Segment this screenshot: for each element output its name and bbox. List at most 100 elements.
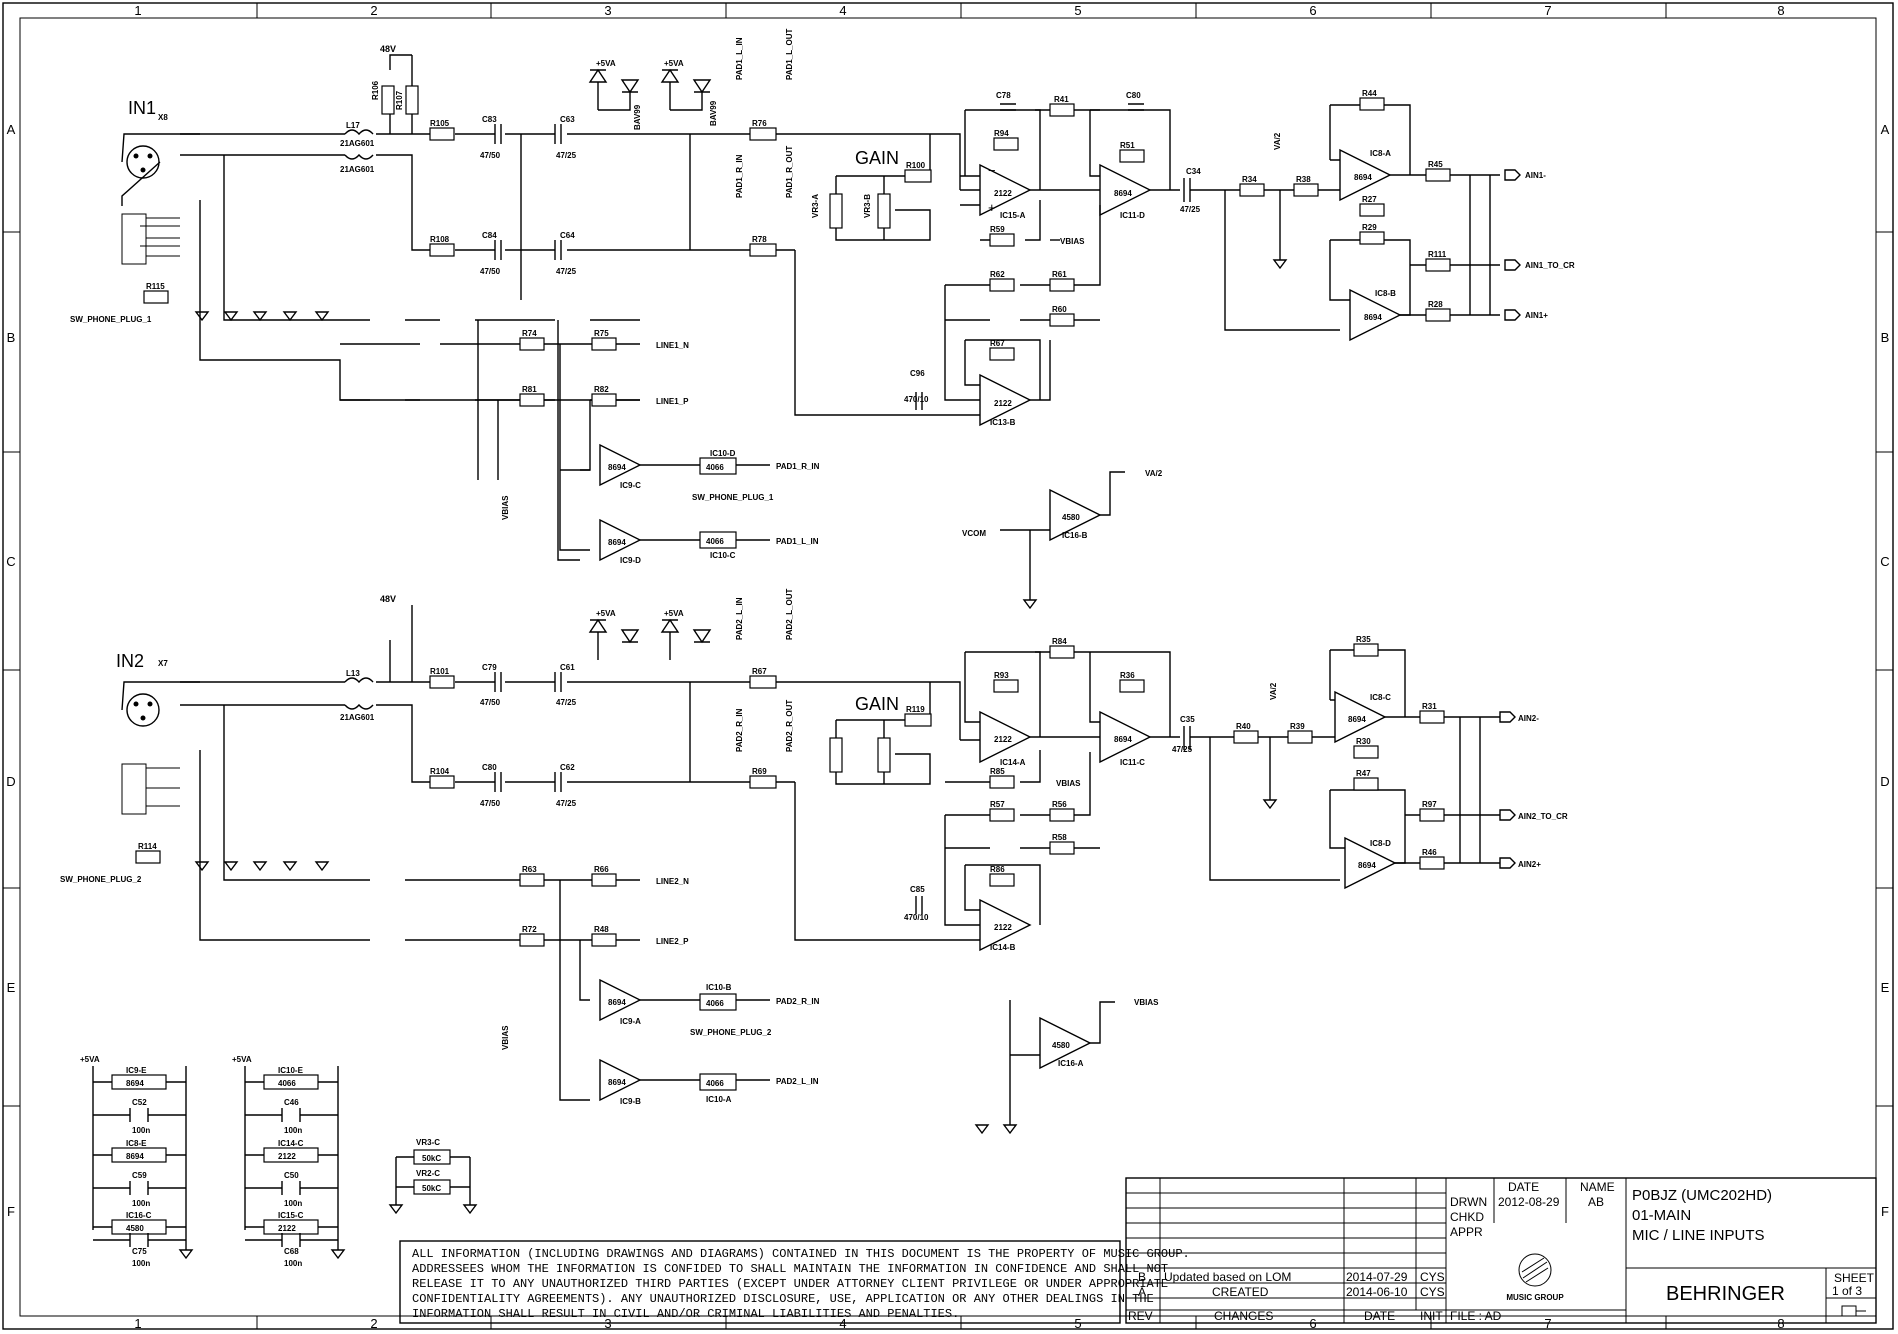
power-supply-1: +5VA	[80, 1055, 100, 1064]
svg-text:C62: C62	[560, 763, 575, 772]
rev-b-date: 2014-07-29	[1346, 1270, 1408, 1284]
cap-c59-value: 100n	[132, 1199, 150, 1208]
svg-text:C80: C80	[482, 763, 497, 772]
r63: R63	[519, 865, 545, 887]
svg-text:R105: R105	[430, 119, 450, 128]
r76: R76	[749, 119, 777, 141]
r59: R59	[989, 225, 1015, 247]
ain2-minus-port-icon	[1499, 711, 1516, 723]
r41: R41	[1049, 95, 1075, 117]
row-label-F: F	[7, 1204, 15, 1219]
cap-c52-label: C52	[132, 1098, 147, 1107]
svg-text:IC9-E: IC9-E	[126, 1066, 147, 1075]
svg-text:R104: R104	[430, 767, 450, 776]
sheet-number: 1 of 3	[1832, 1284, 1862, 1298]
cap-c75-label: C75	[132, 1247, 147, 1256]
chkd-label: CHKD	[1450, 1210, 1484, 1224]
svg-text:+5VA: +5VA	[596, 609, 616, 618]
svg-text:IC9-C: IC9-C	[620, 481, 641, 490]
svg-text:IC10-A: IC10-A	[706, 1095, 732, 1104]
svg-text:IC10-B: IC10-B	[706, 983, 732, 992]
power-supply-2: +5VA	[232, 1055, 252, 1064]
pad2-l-out-net: PAD2_L_OUT	[785, 588, 794, 640]
pad1-r-in-net: PAD1_R_IN	[735, 154, 744, 198]
svg-text:R111: R111	[1428, 250, 1447, 259]
phantom-48v-2: 48V	[380, 594, 396, 604]
svg-text:C80: C80	[1126, 91, 1141, 100]
r119: R119	[904, 705, 932, 727]
svg-text:8694: 8694	[608, 998, 626, 1007]
notice-line-1: ALL INFORMATION (INCLUDING DRAWINGS AND …	[412, 1247, 1190, 1261]
ain1-minus-port-icon	[1504, 169, 1521, 181]
svg-text:8694: 8694	[1114, 189, 1132, 198]
svg-text:R34: R34	[1242, 175, 1257, 184]
r51: R51	[1119, 141, 1145, 163]
svg-text:R85: R85	[990, 767, 1005, 776]
svg-text:R47: R47	[1356, 769, 1371, 778]
svg-text:IC9-B: IC9-B	[620, 1097, 641, 1106]
svg-text:IC16-B: IC16-B	[1062, 531, 1088, 540]
svg-text:IC14-C: IC14-C	[278, 1139, 304, 1148]
r82: R82	[591, 385, 617, 407]
pad2-r-out-net: PAD2_R_OUT	[785, 700, 794, 752]
sw-phone-plug-1-mid: SW_PHONE_PLUG_1	[692, 493, 774, 502]
r27: R27	[1359, 195, 1385, 217]
r57: R57	[989, 800, 1015, 822]
svg-text:R40: R40	[1236, 722, 1251, 731]
va2-net-2: VA/2	[1269, 682, 1278, 700]
music-group-logo: MUSIC GROUP	[1506, 1253, 1564, 1302]
svg-text:8694: 8694	[1364, 313, 1382, 322]
svg-text:IC16-C: IC16-C	[126, 1211, 152, 1220]
r85: R85	[989, 767, 1015, 789]
row-label-A-right: A	[1881, 122, 1890, 137]
svg-text:IC11-D: IC11-D	[1120, 211, 1145, 220]
init-header: INIT	[1420, 1309, 1443, 1323]
rev-a-change: CREATED	[1212, 1285, 1269, 1299]
svg-text:IC10-D: IC10-D	[710, 449, 736, 458]
r69: R69	[749, 767, 777, 789]
r105: R105	[429, 119, 455, 141]
svg-text:4580: 4580	[126, 1224, 144, 1233]
row-label-C: C	[6, 554, 15, 569]
svg-text:R94: R94	[994, 129, 1009, 138]
svg-text:R30: R30	[1356, 737, 1371, 746]
svg-text:R41: R41	[1054, 95, 1069, 104]
changes-header: CHANGES	[1214, 1309, 1273, 1323]
svg-text:R97: R97	[1422, 800, 1437, 809]
svg-text:R63: R63	[522, 865, 537, 874]
phone-jack-2-icon	[121, 763, 180, 815]
r44: R44	[1359, 89, 1385, 111]
svg-text:IC8-E: IC8-E	[126, 1139, 147, 1148]
col-label-1-bottom: 1	[134, 1316, 141, 1331]
r34: R34	[1239, 175, 1265, 197]
svg-text:R39: R39	[1290, 722, 1305, 731]
pad2-l-in-net: PAD2_L_IN	[735, 597, 744, 640]
svg-text:IC11-C: IC11-C	[1120, 758, 1145, 767]
svg-text:R100: R100	[906, 161, 926, 170]
in2-label: IN2	[116, 651, 144, 671]
svg-text:4580: 4580	[1052, 1041, 1070, 1050]
row-label-D: D	[6, 774, 15, 789]
r74: R74	[519, 329, 545, 351]
sw-phone-plug-2-mid: SW_PHONE_PLUG_2	[690, 1028, 772, 1037]
svg-text:4066: 4066	[706, 1079, 724, 1088]
r72: R72	[519, 925, 545, 947]
col-label-7: 7	[1544, 3, 1551, 18]
svg-text:47/50: 47/50	[480, 698, 501, 707]
cap-c46-label: C46	[284, 1098, 299, 1107]
svg-text:R78: R78	[752, 235, 767, 244]
cap-c68-label: C68	[284, 1247, 299, 1256]
rev-a-init: CYS	[1420, 1285, 1445, 1299]
date-header: DATE	[1508, 1180, 1539, 1194]
col-label-4: 4	[839, 3, 846, 18]
svg-text:R51: R51	[1120, 141, 1135, 150]
